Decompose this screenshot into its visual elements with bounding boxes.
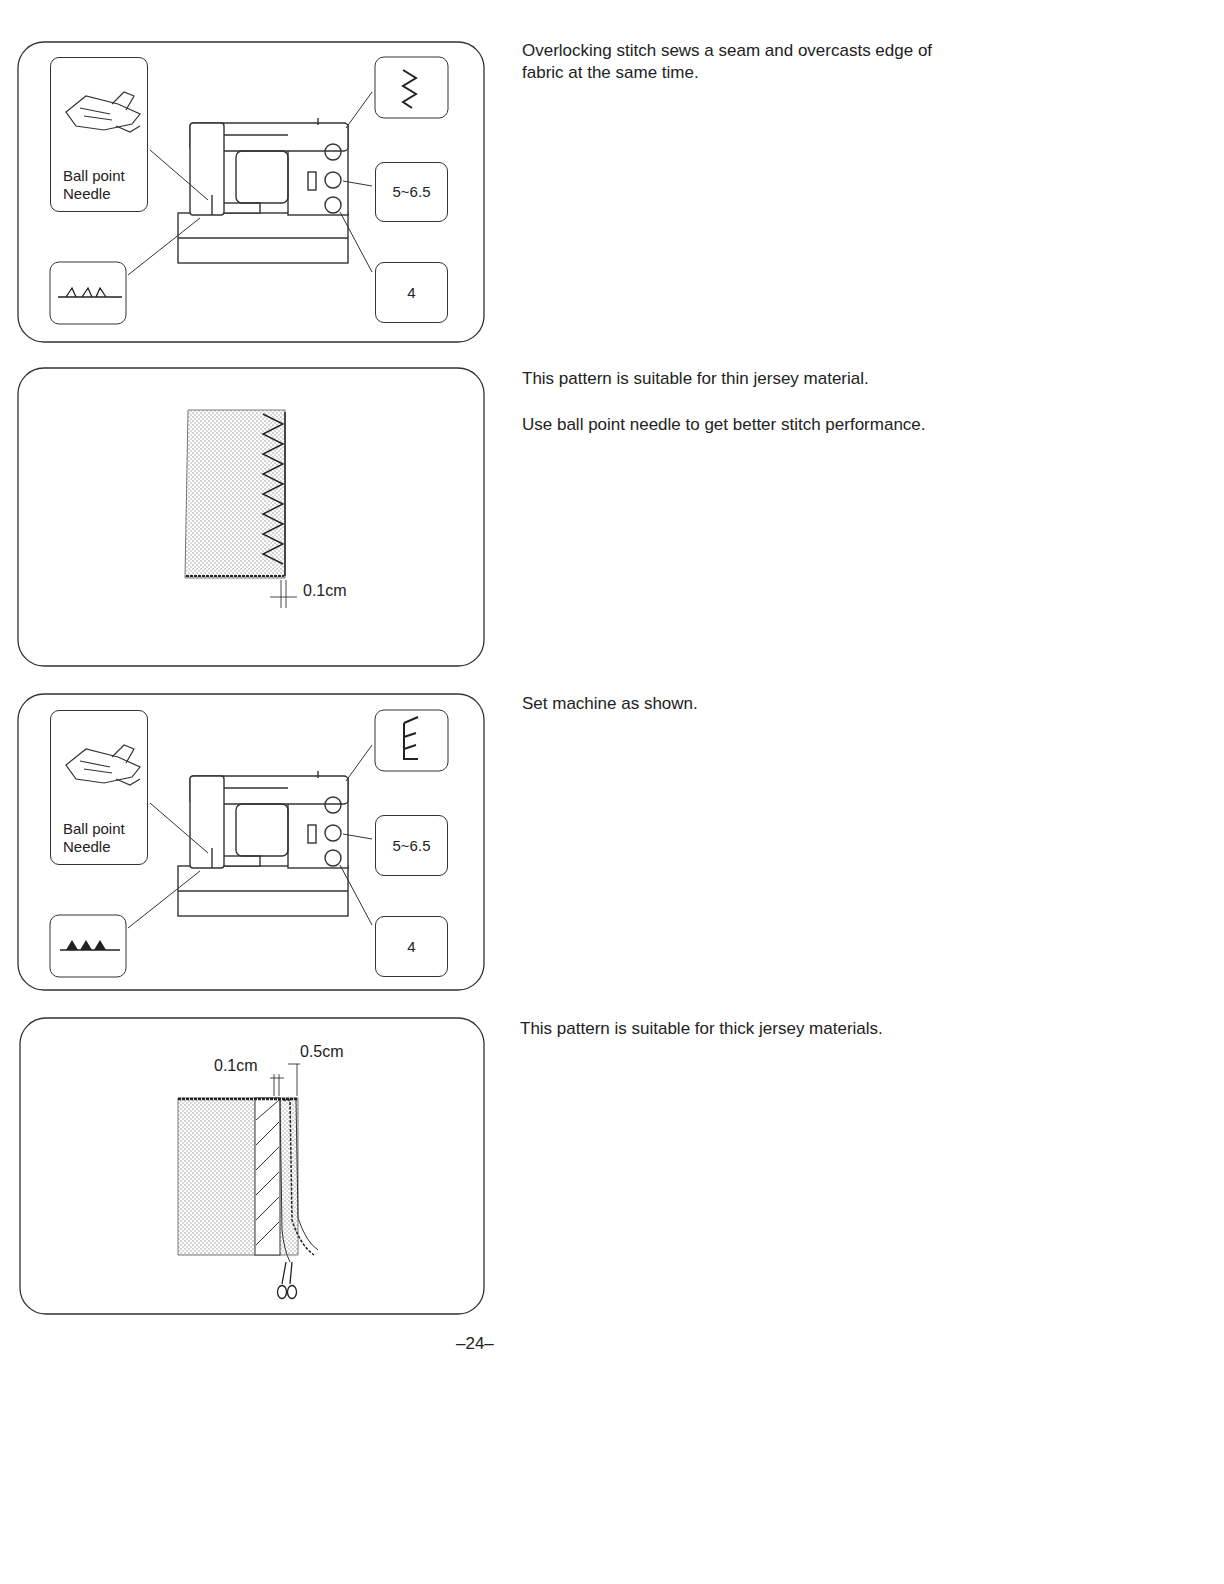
description-text: Set machine as shown. xyxy=(522,693,942,715)
description-text: This pattern is suitable for thin jersey… xyxy=(522,368,942,390)
description-text: Use ball point needle to get better stit… xyxy=(522,413,932,436)
description-text: Overlocking stitch sews a seam and overc… xyxy=(522,40,942,84)
dimension-label: 0.1cm xyxy=(303,580,347,602)
needle-label: Ball point Needle xyxy=(63,820,141,856)
needle-label: Ball point Needle xyxy=(63,167,141,203)
needle-callout-box: Ball point Needle xyxy=(50,710,148,865)
setting-value: 4 xyxy=(407,938,415,956)
setting-value: 5~6.5 xyxy=(393,837,431,855)
setting-value: 5~6.5 xyxy=(393,183,431,201)
setting-callout-box: 4 xyxy=(375,262,448,323)
setting-callout-box: 4 xyxy=(375,916,448,977)
setting-value: 4 xyxy=(407,284,415,302)
dimension-label: 0.1cm xyxy=(214,1055,258,1077)
setting-callout-box: 5~6.5 xyxy=(375,162,448,222)
dimension-label: 0.5cm xyxy=(300,1041,344,1063)
setting-callout-box: 5~6.5 xyxy=(375,815,448,876)
page-number: –24– xyxy=(456,1333,494,1355)
needle-callout-box: Ball point Needle xyxy=(50,57,148,212)
description-text: This pattern is suitable for thick jerse… xyxy=(520,1018,960,1040)
